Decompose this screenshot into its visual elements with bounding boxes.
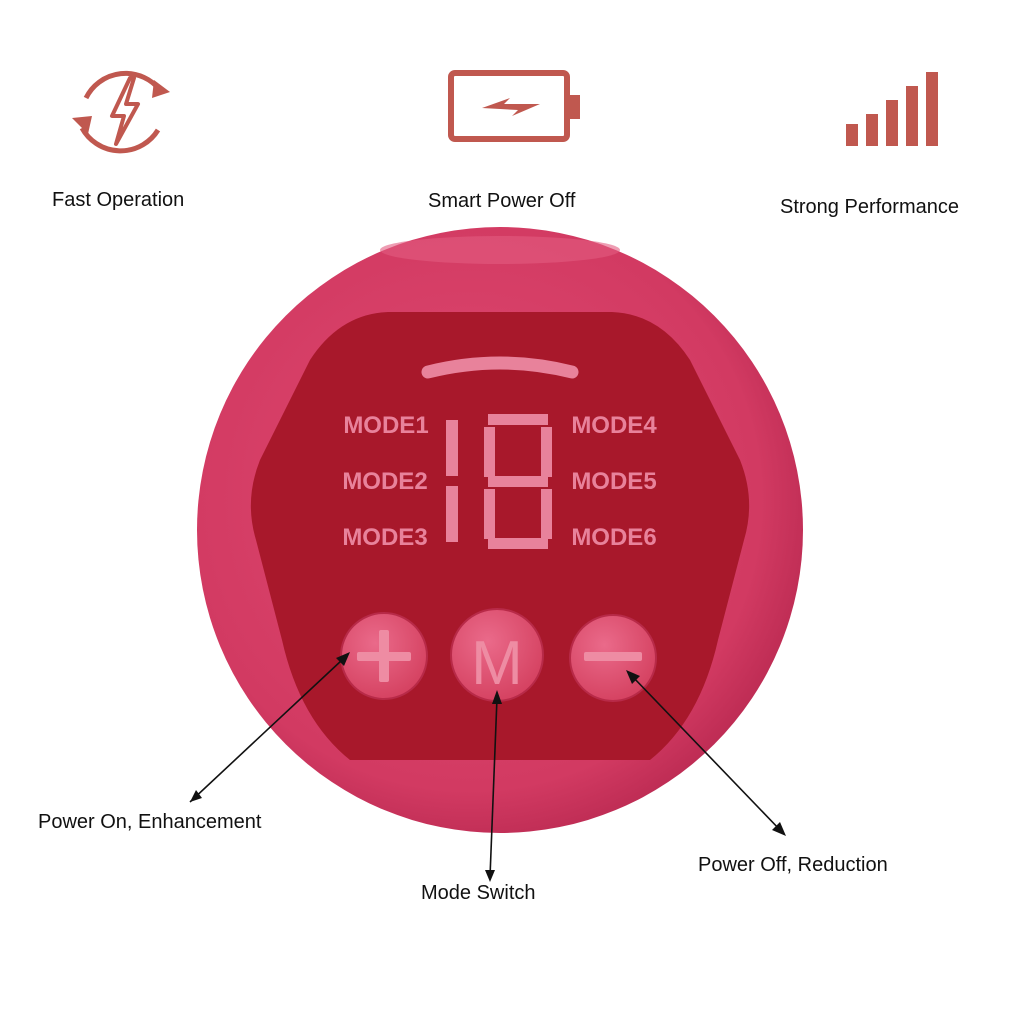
mode-label: MODE1 <box>343 412 428 439</box>
callout-arrows <box>189 652 786 882</box>
lightning-cycle-icon <box>72 70 170 154</box>
callout-label-minus: Power Off, Reduction <box>698 854 888 876</box>
feature-label-strong-performance: Strong Performance <box>780 196 959 218</box>
plus-button[interactable] <box>340 612 428 700</box>
seven-segment-display <box>446 414 552 549</box>
mode-button[interactable]: M <box>450 608 544 702</box>
callout-label-plus: Power On, Enhancement <box>38 811 262 833</box>
mode-label: MODE6 <box>571 524 656 551</box>
mode-label: MODE5 <box>571 468 656 495</box>
mode-label: MODE2 <box>342 468 427 495</box>
indicator-bar <box>421 356 579 379</box>
mode-label: MODE3 <box>342 524 427 551</box>
mode-label: MODE4 <box>571 412 657 439</box>
callout-label-mode: Mode Switch <box>421 882 536 904</box>
battery-charging-icon <box>448 70 580 142</box>
signal-bars-icon <box>846 72 938 146</box>
feature-label-fast-operation: Fast Operation <box>52 189 185 211</box>
mode-button-glyph: M <box>471 629 523 698</box>
feature-label-smart-power-off: Smart Power Off <box>428 190 576 212</box>
